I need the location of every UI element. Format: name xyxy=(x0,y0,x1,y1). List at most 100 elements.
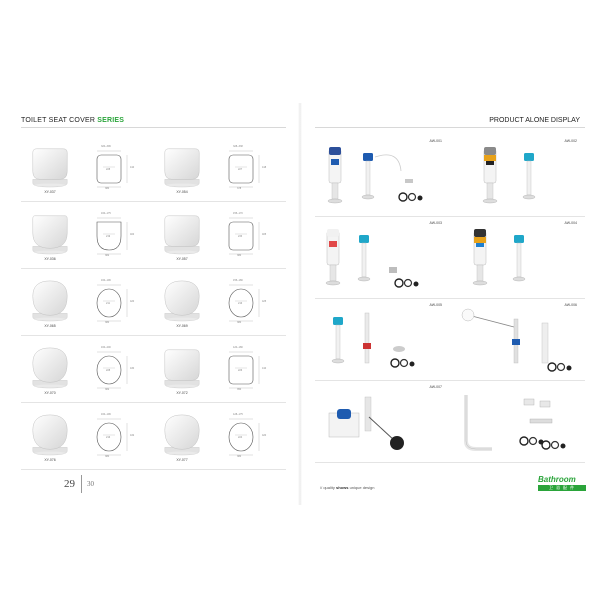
slogan: // quality shows unique design xyxy=(320,485,375,490)
flush-valve-image xyxy=(319,141,446,213)
product-code: AW-001 xyxy=(429,139,442,143)
product-code: AW-005 xyxy=(429,303,442,307)
seat-dimension-diagram: 155~170 405 233 380 xyxy=(215,212,271,258)
toilet-seat-image xyxy=(161,209,203,257)
toilet-seat-image xyxy=(161,276,203,324)
dimension-bottom: 380 xyxy=(237,254,242,257)
seat-dimension-diagram: 160~196 420 211 380 xyxy=(83,279,139,325)
dimension-inner: 219 xyxy=(106,235,111,238)
product-item: AW-003 xyxy=(315,217,450,298)
seat-code: XY-077 xyxy=(176,458,188,462)
seat-row: XY-037 320~396 410 228 380 XY-054 328~33… xyxy=(21,135,286,202)
toilet-seat-image xyxy=(161,410,203,458)
flush-valve-image xyxy=(319,387,446,459)
dimension-bottom: 382 xyxy=(105,388,110,391)
seat-dimension-diagram: 155~180 425 216 380 xyxy=(215,279,271,325)
dimension-side: 432 xyxy=(130,434,135,437)
seat-dimension-diagram: 320~396 410 228 380 xyxy=(83,145,139,191)
dimension-top: 320~396 xyxy=(101,145,111,148)
dimension-side: 420 xyxy=(262,434,267,437)
seat-row: XY-076 160~196 432 216 380 XY-077 128~17… xyxy=(21,403,286,470)
product-row: AW-007 xyxy=(315,381,585,463)
seat-code: XY-054 xyxy=(176,190,188,194)
toilet-seat-image xyxy=(29,142,71,190)
logo-text: Bathroom xyxy=(538,475,576,484)
seat-item: XY-077 128~175 420 224 380 xyxy=(153,403,285,469)
dimension-top: 328~338 xyxy=(233,145,243,148)
dimension-bottom: 380 xyxy=(237,321,242,324)
seat-item: XY-065 160~196 420 211 380 xyxy=(21,269,153,335)
dimension-inner: 211 xyxy=(106,302,110,305)
dimension-side: 405 xyxy=(262,233,267,236)
toilet-seat-image xyxy=(161,142,203,190)
dimension-bottom: 350 xyxy=(237,388,242,391)
brand-logo: Bathroom 卫 浴 配 件 xyxy=(538,475,586,495)
flush-valve-image xyxy=(319,223,446,295)
page-number: 29 xyxy=(64,478,75,490)
seat-item: XY-069 155~180 425 216 380 xyxy=(153,269,285,335)
product-item: AW-002 xyxy=(450,135,585,216)
product-row: AW-005 AW-006 xyxy=(315,299,585,381)
dimension-side: 420 xyxy=(130,300,135,303)
flush-valve-image xyxy=(454,223,581,295)
dimension-top: 160~196 xyxy=(101,413,111,416)
seat-code: XY-057 xyxy=(176,257,188,261)
left-page: TOILET SEAT COVER SERIES XY-037 320~396 … xyxy=(0,103,300,505)
seat-item: XY-036 160~175 400 219 382 xyxy=(21,202,153,268)
right-page: PRODUCT ALONE DISPLAY AW-001 AW-002 xyxy=(300,103,600,505)
toilet-seat-image xyxy=(29,276,71,324)
seat-code: XY-065 xyxy=(44,324,56,328)
dimension-top: 160~200 xyxy=(101,346,111,349)
book-gutter xyxy=(298,103,302,505)
seat-row: XY-070 160~200 430 228 382 XY-072 120~18… xyxy=(21,336,286,403)
seat-code: XY-037 xyxy=(44,190,56,194)
seat-dimension-diagram: 328~338 418 227 378 xyxy=(215,145,271,191)
dimension-inner: 224 xyxy=(238,436,243,439)
seat-item: XY-054 328~338 418 227 378 xyxy=(153,135,285,201)
dimension-inner: 228 xyxy=(106,369,111,372)
seat-code: XY-076 xyxy=(44,458,56,462)
dimension-bottom: 380 xyxy=(105,455,110,458)
dimension-side: 418 xyxy=(262,166,267,169)
toilet-seat-image xyxy=(29,343,71,391)
flush-valve-image xyxy=(454,305,581,377)
dimension-inner: 216 xyxy=(106,436,111,439)
toilet-seat-image xyxy=(161,343,203,391)
title-rule xyxy=(21,127,286,128)
dimension-side: 430 xyxy=(130,367,135,370)
page-title: PRODUCT ALONE DISPLAY xyxy=(489,117,580,124)
product-item: AW-006 xyxy=(450,299,585,380)
dimension-side: 410 xyxy=(130,166,135,169)
dimension-side: 410 xyxy=(262,367,267,370)
flush-valve-image xyxy=(454,141,581,213)
logo-subtitle: 卫 浴 配 件 xyxy=(538,485,586,491)
page-number-next: 30 xyxy=(87,480,94,488)
title-rule xyxy=(315,127,585,128)
dimension-top: 160~175 xyxy=(101,212,111,215)
seat-item: XY-070 160~200 430 228 382 xyxy=(21,336,153,402)
product-code: AW-007 xyxy=(429,385,442,389)
seat-row: XY-065 160~196 420 211 380 XY-069 155~18… xyxy=(21,269,286,336)
dimension-bottom: 380 xyxy=(105,187,110,190)
dimension-side: 400 xyxy=(130,233,135,236)
seat-item: XY-072 120~180 410 226 350 xyxy=(153,336,285,402)
product-code: AW-003 xyxy=(429,221,442,225)
flush-valve-image xyxy=(454,387,581,459)
dimension-side: 425 xyxy=(262,300,267,303)
seat-row: XY-036 160~175 400 219 382 XY-057 155~17… xyxy=(21,202,286,269)
flush-valve-image xyxy=(319,305,446,377)
page-title: TOILET SEAT COVER SERIES xyxy=(21,117,125,124)
product-row: AW-003 AW-004 xyxy=(315,217,585,299)
product-code: AW-006 xyxy=(564,303,577,307)
dimension-bottom: 380 xyxy=(105,321,110,324)
seat-dimension-diagram: 160~200 430 228 382 xyxy=(83,346,139,392)
seat-dimension-diagram: 160~175 400 219 382 xyxy=(83,212,139,258)
dimension-bottom: 382 xyxy=(105,254,110,257)
product-item: AW-004 xyxy=(450,217,585,298)
product-item: AW-001 xyxy=(315,135,450,216)
seat-dimension-diagram: 120~180 410 226 350 xyxy=(215,346,271,392)
dimension-top: 155~170 xyxy=(233,212,243,215)
dimension-bottom: 378 xyxy=(237,187,242,190)
dimension-inner: 233 xyxy=(238,235,243,238)
product-item: AW-007 xyxy=(315,381,450,462)
